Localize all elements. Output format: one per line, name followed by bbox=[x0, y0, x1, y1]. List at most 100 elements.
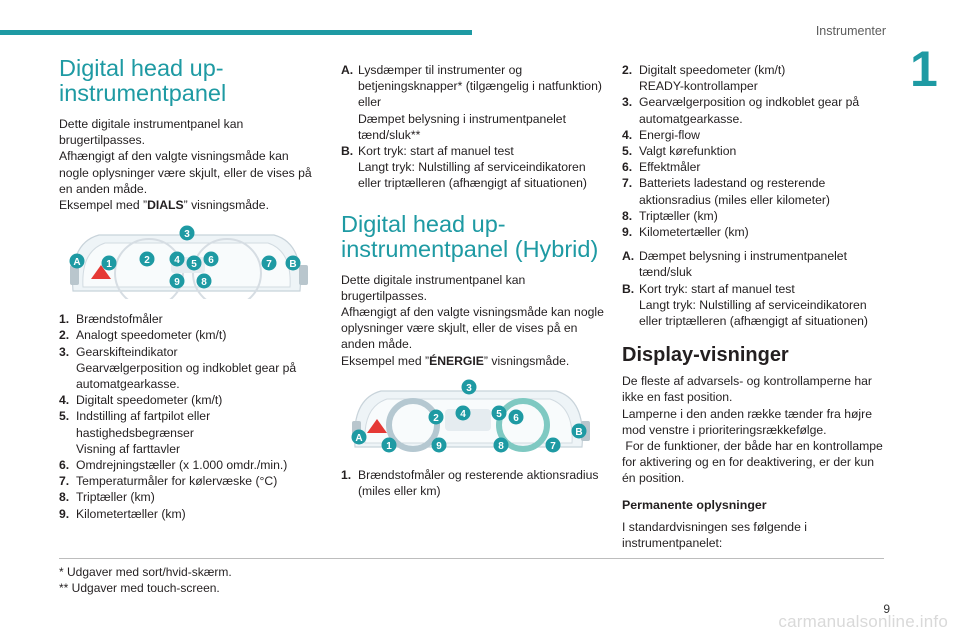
legend-item-number: 3. bbox=[59, 344, 70, 359]
figure-callout-marker bbox=[179, 225, 195, 241]
legend-item-text: Digitalt speedometer (km/t) bbox=[76, 392, 222, 408]
legend-item-number: A. bbox=[622, 249, 635, 264]
figure-callout-marker bbox=[571, 423, 587, 439]
intro-line: Dette digitale instrumentpanel kan bruge… bbox=[59, 117, 244, 148]
figure-callout-label: 7 bbox=[266, 259, 272, 270]
legend-item-text: Batteriets ladestand og resterende aktio… bbox=[639, 175, 888, 207]
legend-item-text: Triptæller (km) bbox=[76, 489, 155, 505]
hybrid-legend-list: 1.Brændstofmåler og resterende aktionsra… bbox=[341, 467, 609, 499]
legend-item-line: Indstilling af fartpilot eller hastighed… bbox=[76, 409, 211, 440]
legend-item-number: 8. bbox=[59, 490, 70, 505]
column-1: Digital head up-instrumentpanel Dette di… bbox=[59, 56, 319, 528]
legend-item-number: 1. bbox=[59, 312, 70, 327]
column-3: 2.Digitalt speedometer (km/t)READY-kontr… bbox=[622, 62, 888, 551]
figure-callout-label: 8 bbox=[498, 441, 504, 452]
legend-item: 1.Brændstofmåler og resterende aktionsra… bbox=[341, 467, 609, 499]
legend-item: 9.Kilometertæller (km) bbox=[622, 224, 888, 240]
legend-item-number: 5. bbox=[59, 409, 70, 424]
section-heading-display: Display-visninger bbox=[622, 344, 789, 367]
mode-keyword: DIALS bbox=[147, 198, 184, 213]
legend-item-line: Kilometertæller (km) bbox=[76, 506, 186, 521]
legend-item-text: Kilometertæller (km) bbox=[76, 506, 186, 522]
figure-callout-label: B bbox=[575, 427, 582, 438]
page-number: 9 bbox=[883, 602, 890, 616]
figure-callout-label: 5 bbox=[496, 409, 502, 420]
hybrid-ab-list: A. Dæmpet belysning i instrumentpanelet t… bbox=[622, 248, 888, 329]
figure-callout-label: 4 bbox=[174, 255, 180, 266]
display-line: Lamperne i den anden række tænder fra hø… bbox=[622, 406, 872, 437]
display-line: For de funktioner, der både har en kontr… bbox=[622, 439, 883, 486]
legend-item-line: Dæmpet belysning i instrumentpanelet tæn… bbox=[639, 249, 847, 280]
intro-line: Dette digitale instrumentpanel kan bruge… bbox=[341, 272, 526, 303]
intro-line: Eksempel med ”DIALS” visningsmåde. bbox=[59, 198, 269, 213]
figure-callout-marker bbox=[69, 253, 85, 269]
figure-callout-label: 6 bbox=[208, 255, 214, 266]
legend-item-line: Triptæller (km) bbox=[76, 490, 155, 505]
figure-callout-marker bbox=[169, 251, 185, 267]
legend-item-number: B. bbox=[622, 281, 635, 296]
legend-item-text: Analogt speedometer (km/t) bbox=[76, 327, 226, 343]
figure-callout-marker bbox=[455, 405, 471, 421]
intro-line: Afhængigt af den valgte visningsmåde kan… bbox=[59, 149, 312, 196]
figure-callout-label: 9 bbox=[174, 277, 180, 288]
legend-item-line: Omdrejningstæller (x 1.000 omdr./min.) bbox=[76, 458, 288, 473]
figure-callout-label: 5 bbox=[191, 259, 197, 270]
permanent-info-paragraph: I standardvisningen ses følgende i instr… bbox=[622, 519, 807, 551]
figure-callout-label: 2 bbox=[433, 413, 439, 424]
legend-item-number: 9. bbox=[59, 506, 70, 521]
figure-callout-marker bbox=[196, 273, 212, 289]
figure-callout-label: 6 bbox=[513, 413, 519, 424]
figure-callout-marker bbox=[139, 251, 155, 267]
legend-item: 9. Kilometertæller (km) bbox=[59, 506, 319, 522]
legend-item: A. Dæmpet belysning i instrumentpanelet t… bbox=[622, 248, 888, 280]
legend-item-line: Lysdæmper til instrumenter og betjenings… bbox=[358, 63, 602, 110]
legend-item: 2.Digitalt speedometer (km/t)READY-kontr… bbox=[622, 62, 888, 94]
legend-item-text: Effektmåler bbox=[639, 159, 700, 175]
legend-item-line: Dæmpet belysning i instrumentpanelet tæn… bbox=[358, 111, 566, 142]
figure-callout-marker bbox=[261, 255, 277, 271]
figure-callout-label: 9 bbox=[436, 441, 442, 452]
legend-item: 4.Energi-flow bbox=[622, 127, 888, 143]
chapter-accent-bar bbox=[0, 30, 472, 35]
running-header: Instrumenter bbox=[815, 24, 886, 38]
legend-item-line: Gearskifteindikator bbox=[76, 344, 178, 359]
figure-callout-marker bbox=[169, 273, 185, 289]
legend-item-number: 3. bbox=[622, 95, 633, 110]
intro-line: Afhængigt af den valgte visningsmåde kan… bbox=[341, 305, 604, 352]
figure-callout-label: 3 bbox=[184, 229, 190, 240]
intro-line: Eksempel med ”ÉNERGIE” visningsmåde. bbox=[341, 353, 570, 368]
legend-item: 2.Analogt speedometer (km/t) bbox=[59, 327, 319, 343]
mode-keyword: ÉNERGIE bbox=[429, 353, 484, 368]
figure-callout-label: 1 bbox=[386, 441, 392, 452]
legend-item-number: 6. bbox=[59, 458, 70, 473]
legend-item-line: Gearvælgerposition og indkoblet gear på … bbox=[639, 95, 860, 126]
figure-callout-marker bbox=[493, 437, 509, 453]
legend-item: 5. Indstilling af fartpilot eller hastigh… bbox=[59, 408, 319, 457]
figure-callout-marker bbox=[428, 409, 444, 425]
legend-item: 1.Brændstofmåler bbox=[59, 311, 319, 327]
figure-callout-label: 2 bbox=[144, 255, 150, 266]
legend-item: 7.Temperaturmåler for kølervæske (°C) bbox=[59, 473, 319, 489]
legend-item-number: 8. bbox=[622, 208, 633, 223]
section-heading-hybrid: Digital head up-instrumentpanel (Hybrid) bbox=[341, 210, 599, 262]
figure-callout-marker bbox=[461, 379, 477, 395]
legend-item-line: Energi-flow bbox=[639, 127, 700, 142]
legend-item-text: Valgt kørefunktion bbox=[639, 143, 736, 159]
legend-item-text: Temperaturmåler for kølervæske (°C) bbox=[76, 473, 277, 489]
legend-item-line: Kort tryk: start af manuel test bbox=[358, 144, 514, 159]
legend-item-number: 7. bbox=[622, 176, 633, 191]
legend-item-text: Kilometertæller (km) bbox=[639, 224, 749, 240]
subheading-permanent-info: Permanente oplysninger bbox=[622, 497, 767, 512]
legend-item-text: Indstilling af fartpilot eller hastighed… bbox=[76, 408, 319, 457]
legend-item-number: 5. bbox=[622, 144, 633, 159]
legend-item-number: 4. bbox=[59, 393, 70, 408]
column-2: A.Lysdæmper til instrumenter og betjenin… bbox=[341, 62, 609, 505]
figure-callout-marker bbox=[351, 429, 367, 445]
figure-callout-marker bbox=[431, 437, 447, 453]
